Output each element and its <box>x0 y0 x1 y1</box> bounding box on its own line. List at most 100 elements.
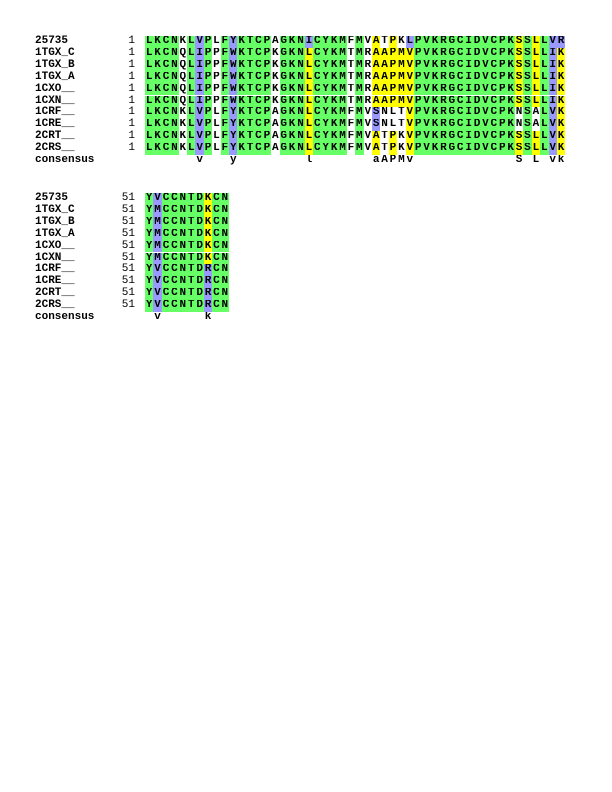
sequence-name: 2CRS__ <box>35 299 75 312</box>
residue-cell: S <box>523 143 532 155</box>
residue-cell: C <box>254 59 263 72</box>
residue-cell: L <box>388 119 398 132</box>
residue-cell: F <box>220 131 230 144</box>
residue-cell: P <box>414 107 423 120</box>
residue-cell: T <box>346 47 356 60</box>
residue-cell: C <box>489 107 499 120</box>
residue-cell: L <box>145 59 154 72</box>
sequence-start-position: 1 <box>128 118 135 131</box>
residue-cell: L <box>304 107 314 120</box>
residue-cell: K <box>430 36 440 48</box>
residue-cell: L <box>145 119 154 132</box>
residue-cell: D <box>472 107 482 120</box>
residue-cell: Y <box>145 276 154 289</box>
residue-cell: Y <box>229 119 238 132</box>
residue-cell: L <box>304 95 314 108</box>
residue-cell: P <box>414 71 423 84</box>
consensus-cell <box>414 155 422 167</box>
residue-cell: V <box>363 131 372 144</box>
residue-cell: C <box>489 119 499 132</box>
residue-cell: S <box>514 36 524 48</box>
residue-cell: M <box>338 107 347 120</box>
residue-cell: K <box>506 119 515 132</box>
residue-cell: V <box>405 131 414 144</box>
consensus-cell: v <box>154 312 161 323</box>
residue-cell: P <box>203 83 213 96</box>
residue-cell: N <box>220 252 230 265</box>
residue-cell: D <box>472 71 482 84</box>
residue-cell: C <box>170 300 179 312</box>
residue-cell: F <box>346 119 356 132</box>
residue-cell: Y <box>321 47 330 60</box>
residue-cell: L <box>187 59 196 72</box>
residue-cell: Y <box>145 240 154 253</box>
residue-cell: I <box>464 36 473 48</box>
consensus-cell <box>431 155 439 167</box>
residue-cell: T <box>187 264 196 277</box>
residue-cell: I <box>464 71 473 84</box>
residue-cell: K <box>153 71 162 84</box>
residue-cell: F <box>220 119 230 132</box>
residue-cell: C <box>212 193 221 205</box>
residue-cell: K <box>506 143 515 155</box>
residue-cell: K <box>237 143 246 155</box>
residue-cell: Y <box>321 59 330 72</box>
residue-cell: N <box>178 193 188 205</box>
residue-cell: M <box>397 47 406 60</box>
residue-cell: P <box>414 143 423 155</box>
residue-cell: V <box>548 131 557 144</box>
residue-cell: K <box>271 71 280 84</box>
consensus-cell: a <box>372 155 380 166</box>
residue-cell: C <box>489 83 499 96</box>
residue-cell: L <box>187 95 196 108</box>
residue-cell: P <box>414 131 423 144</box>
consensus-cell <box>347 155 355 167</box>
residue-cell: C <box>170 228 179 241</box>
residue-cell: P <box>388 131 398 144</box>
residue-cell: A <box>371 83 381 96</box>
residue-cell: C <box>170 193 179 205</box>
residue-cell: I <box>195 47 204 60</box>
residue-cell: M <box>153 240 162 253</box>
residue-cell: C <box>254 36 263 48</box>
residue-cell: A <box>380 95 389 108</box>
residue-cell: M <box>397 83 406 96</box>
consensus-cell: M <box>398 155 405 166</box>
residue-cell: G <box>447 47 457 60</box>
consensus-cell <box>162 155 170 167</box>
residue-cell: I <box>195 59 204 72</box>
residue-cell: M <box>338 119 347 132</box>
sequence-name: 2CRT__ <box>35 130 75 143</box>
residue-cell: R <box>363 95 372 108</box>
residue-cell: K <box>178 143 188 155</box>
residue-cell: K <box>430 107 440 120</box>
residue-cell: C <box>456 107 465 120</box>
residue-cell: S <box>514 83 524 96</box>
residue-cell: L <box>187 131 196 144</box>
sequence-name: 2CRT__ <box>35 287 75 300</box>
residue-cell: W <box>229 95 238 108</box>
residue-cell: K <box>237 119 246 132</box>
residue-cell: C <box>161 36 171 48</box>
residue-cell: C <box>161 59 171 72</box>
sequence-name: 1CXO__ <box>35 82 75 95</box>
residue-cell: C <box>161 83 171 96</box>
residue-cell: V <box>195 107 204 120</box>
residue-cell: M <box>355 83 364 96</box>
residue-cell: K <box>287 131 297 144</box>
residue-cell: C <box>254 131 263 144</box>
residue-cell: S <box>371 107 381 120</box>
sequence-start-position: 1 <box>128 94 135 107</box>
residue-cell: W <box>229 59 238 72</box>
residue-cell: F <box>220 95 230 108</box>
residue-cell: L <box>540 83 549 96</box>
residue-cell: M <box>153 204 162 217</box>
residue-cell: P <box>388 47 398 60</box>
residue-cell: M <box>355 59 364 72</box>
residue-cell: K <box>153 143 162 155</box>
sequence-name: 1CXN__ <box>35 94 75 107</box>
residue-cell: D <box>472 83 482 96</box>
residue-cell: R <box>439 107 448 120</box>
consensus-cell <box>170 155 178 167</box>
